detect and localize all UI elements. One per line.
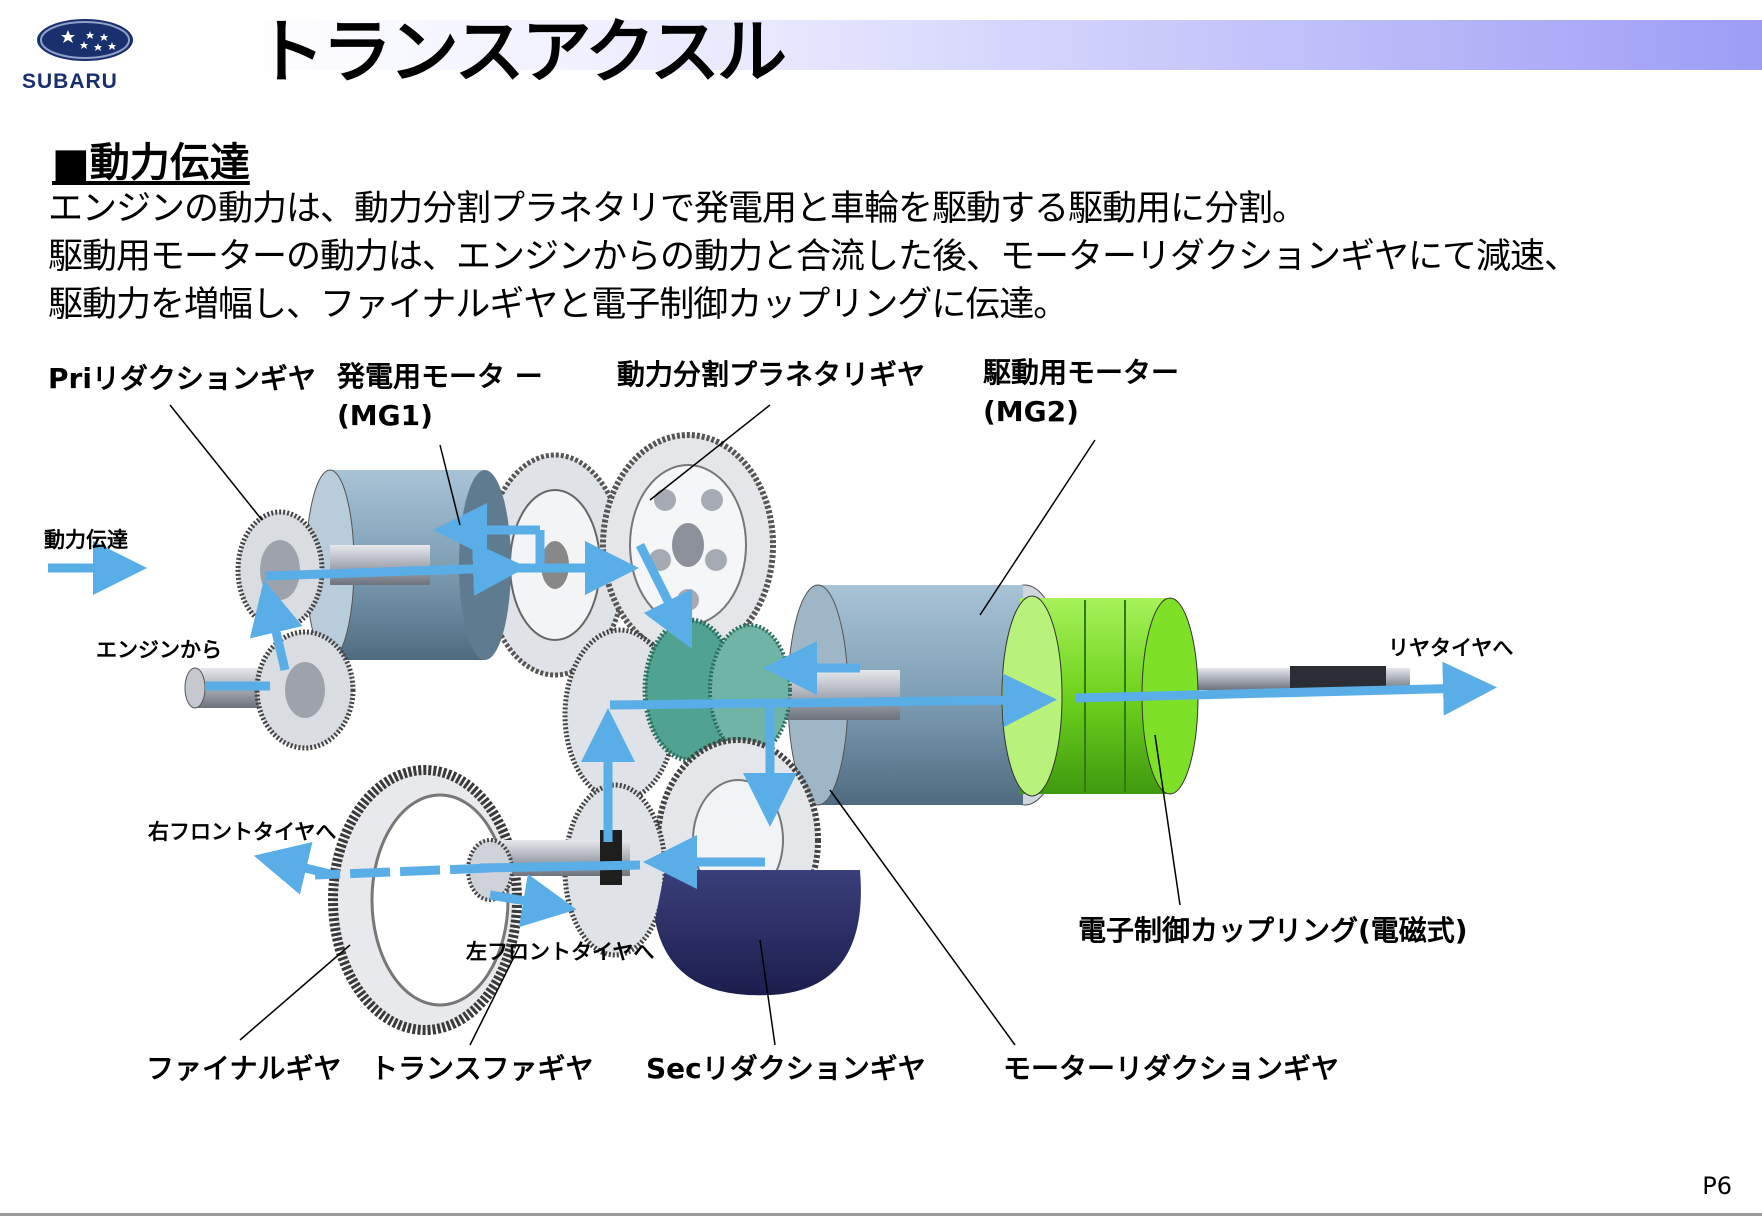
label-mg2-line1: 駆動用モーター	[983, 356, 1180, 389]
label-mg1-line2: (MG1)	[337, 399, 433, 432]
label-electronic-coupling: 電子制御カップリング(電磁式)	[1078, 914, 1468, 947]
power-flow-arrows	[48, 503, 1497, 928]
description-line-2: 駆動用モーターの動力は、エンジンからの動力と合流した後、モーターリダクションギヤ…	[48, 237, 1579, 277]
label-mg1-line1: 発電用モータ ー	[337, 360, 543, 393]
section-heading: ■動力伝達	[52, 140, 250, 186]
label-pri-reduction-gear: Priリダクションギヤ	[48, 362, 316, 395]
page-title: トランスアクスル	[255, 11, 787, 93]
label-power-transfer: 動力伝達	[44, 528, 128, 552]
differential-case	[655, 870, 861, 996]
description: エンジンの動力は、動力分割プラネタリで発電用と車輪を駆動する駆動用に分割。 駆動…	[48, 185, 1579, 329]
label-mg2-line2: (MG2)	[983, 395, 1079, 428]
label-from-engine: エンジンから	[96, 638, 222, 662]
logo-text: SUBARU	[22, 70, 118, 93]
label-to-rear-tire: リヤタイヤへ	[1388, 636, 1514, 660]
leader-lines	[169, 404, 1181, 1046]
label-to-left-front-tire: 左フロントタイヤへ	[466, 940, 655, 964]
label-transfer-gear: トランスファギヤ	[370, 1052, 594, 1085]
label-sec-reduction-gear: Secリダクションギヤ	[646, 1052, 926, 1085]
header-gradient-bar	[230, 20, 1762, 70]
label-power-split-planetary: 動力分割プラネタリギヤ	[617, 358, 926, 391]
description-line-1: エンジンの動力は、動力分割プラネタリで発電用と車輪を駆動する駆動用に分割。	[48, 189, 1307, 229]
label-to-right-front-tire: 右フロントタイヤへ	[148, 820, 337, 844]
page-number: P6	[1702, 1172, 1732, 1200]
label-motor-reduction-gear: モーターリダクションギヤ	[1003, 1052, 1340, 1085]
description-line-3: 駆動力を増幅し、ファイナルギヤと電子制御カップリングに伝達。	[48, 285, 1068, 325]
subaru-logo	[37, 19, 133, 61]
footer-divider	[0, 1213, 1762, 1216]
label-final-gear: ファイナルギヤ	[146, 1052, 342, 1085]
